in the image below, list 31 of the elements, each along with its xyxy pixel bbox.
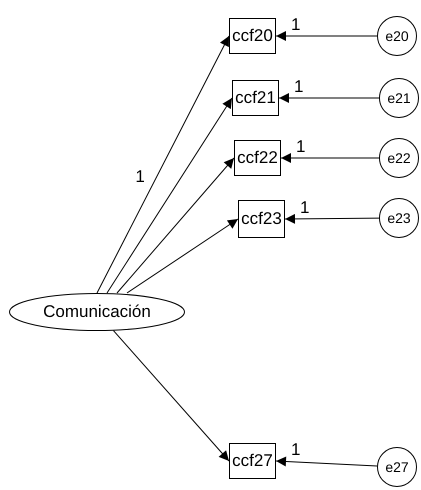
- variable-name: ccf20: [232, 26, 273, 46]
- arrow: [116, 158, 234, 294]
- edge-label: 1: [290, 16, 302, 33]
- observed-variable-box: [234, 140, 281, 176]
- variable-name: e21: [387, 90, 411, 106]
- observed-variable-box: [232, 80, 279, 116]
- variable-name: e23: [387, 210, 411, 226]
- variable-name: e20: [385, 28, 409, 44]
- edge-label: 1: [290, 441, 302, 458]
- arrow: [106, 98, 232, 294]
- variable-name: Comunicación: [43, 302, 151, 322]
- arrow: [96, 36, 230, 294]
- variable-name: ccf21: [235, 88, 276, 108]
- arrow: [280, 153, 380, 163]
- arrow: [278, 93, 380, 103]
- observed-variable-box: [238, 200, 285, 238]
- edge-label: 1: [295, 138, 306, 155]
- observed-variable-box: [229, 18, 276, 54]
- variable-name: ccf27: [232, 451, 273, 471]
- arrow: [284, 214, 380, 224]
- arrow: [113, 330, 230, 462]
- edge-label: 1: [293, 78, 304, 95]
- arrow: [276, 456, 378, 466]
- arrow: [276, 31, 378, 41]
- arrow: [126, 218, 238, 294]
- observed-variable-box: [229, 443, 276, 479]
- variable-name: ccf23: [241, 209, 282, 229]
- variable-name: e22: [387, 150, 411, 166]
- variable-name: ccf22: [237, 148, 278, 168]
- edge-label: 1: [299, 199, 310, 216]
- variable-name: e27: [385, 459, 409, 475]
